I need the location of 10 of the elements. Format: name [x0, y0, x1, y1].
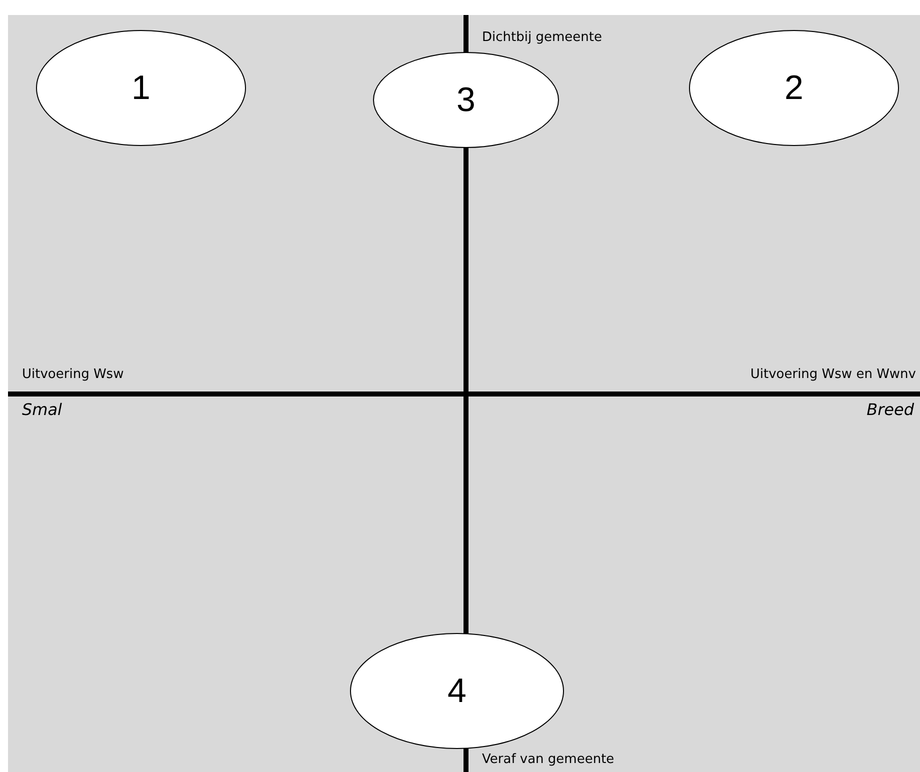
axis-label: Veraf van gemeente — [482, 752, 614, 767]
ellipse-number: 1 — [132, 68, 150, 108]
axis-label: Smal — [22, 400, 62, 419]
ellipse-number: 3 — [456, 80, 476, 120]
axis-label: Uitvoering Wsw — [22, 367, 124, 382]
axis-label: Dichtbij gemeente — [482, 30, 602, 45]
axis-label: Breed — [866, 400, 914, 419]
ellipse-number: 2 — [784, 68, 804, 108]
ellipse-number: 4 — [448, 672, 466, 710]
axis-label: Uitvoering Wsw en Wwnv — [750, 367, 916, 382]
